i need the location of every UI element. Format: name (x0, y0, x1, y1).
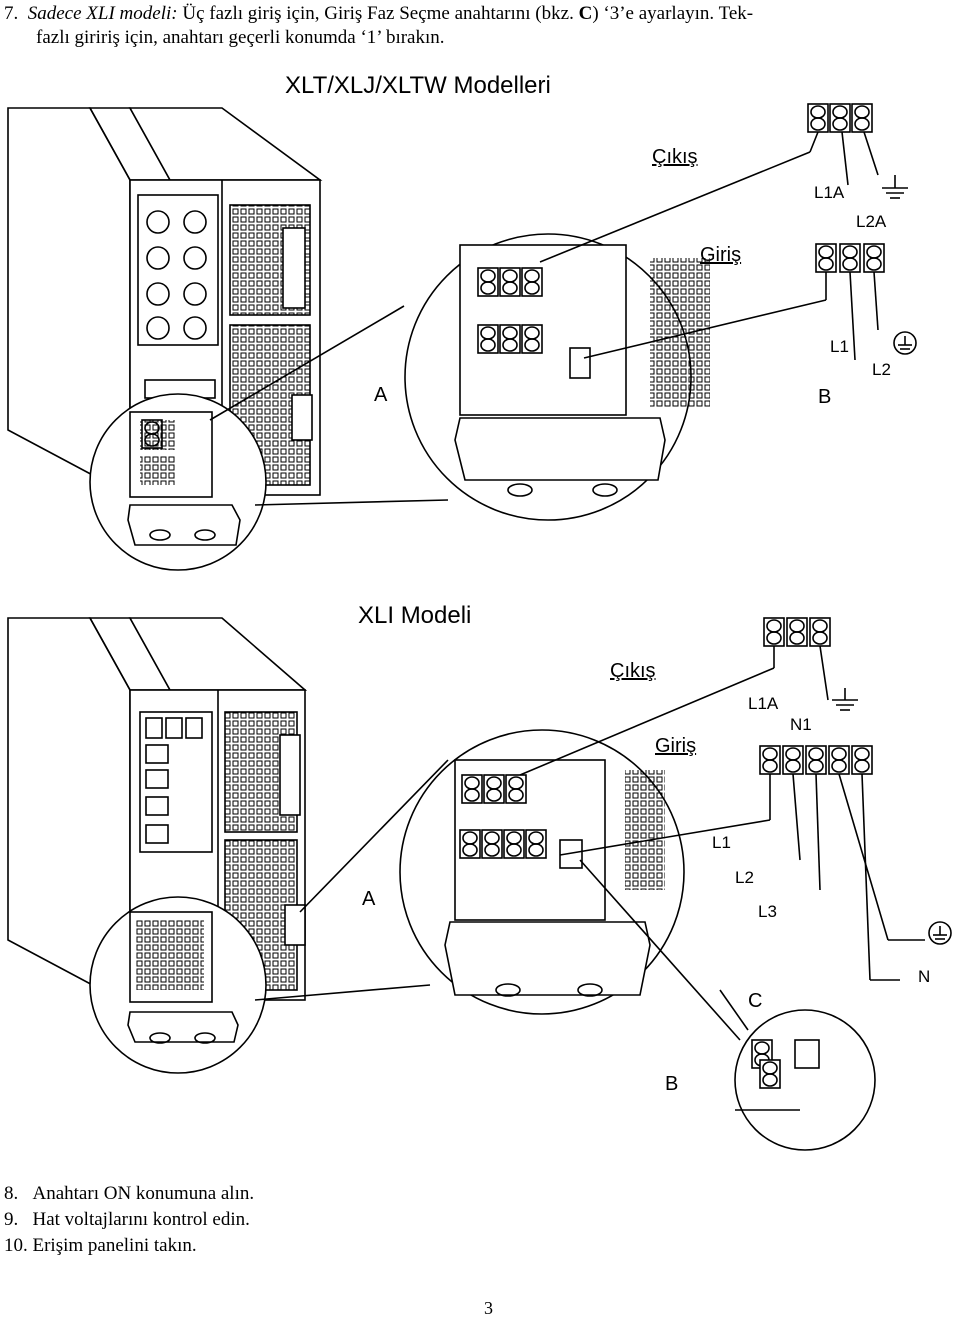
step-9-text: Hat voltajlarını kontrol edin. (32, 1209, 250, 1230)
ups-unit-2 (7, 617, 308, 1007)
figure2-label-c: C (748, 990, 763, 1012)
zoom-circle-large-2 (399, 729, 685, 1015)
figure2-label-a: A (362, 888, 376, 910)
figure1-label-l1: L1 (830, 337, 849, 356)
figure1-output-label: Çıkış (652, 146, 698, 168)
figure2-input-label: Giriş (655, 735, 697, 757)
step-8: 8. Anahtarı ON konumuna alın. (4, 1182, 254, 1206)
step-8-number: 8. (4, 1183, 19, 1204)
figure2-title: XLI Modeli (358, 602, 472, 629)
step7-number: 7. (4, 3, 19, 24)
step7-line1: 7. Sadece XLI modeli: Üç fazlı giriş içi… (4, 2, 753, 26)
ups-unit-1 (7, 107, 323, 497)
figure1-label-l1a: L1A (814, 183, 845, 202)
step7-lead: Sadece XLI modeli: (27, 3, 178, 24)
input-terminal-block-1 (583, 243, 885, 361)
step7-ref: C (578, 3, 593, 24)
step7-line1-rest: Üç fazlı giriş için, Giriş Faz Seçme ana… (177, 3, 579, 24)
step-9-number: 9. (4, 1209, 19, 1230)
figure2-label-l3: L3 (758, 902, 777, 921)
step-10: 10. Erişim panelini takın. (4, 1234, 197, 1258)
ground-icon-1 (882, 175, 908, 199)
step7-line1-end: ) ‘3’e ayarlayın. Tek- (592, 3, 754, 24)
page-number: 3 (484, 1298, 493, 1318)
figure2-label-l1: L1 (712, 833, 731, 852)
ground-icon-2 (832, 688, 858, 711)
step7-line2: fazlı giririş için, anahtarı geçerli kon… (36, 27, 445, 48)
zoom-circle-small-1 (89, 393, 267, 571)
zoom-circle-switch-c (734, 1009, 876, 1151)
figure2-label-n: N (918, 967, 931, 986)
figure1-title: XLT/XLJ/XLTW Modelleri (285, 72, 551, 99)
figure2-label-n1: N1 (790, 715, 812, 734)
output-terminal-block-2 (519, 617, 831, 776)
figure2-output-label: Çıkış (610, 660, 656, 682)
figure1-input-label: Giriş (700, 244, 742, 266)
figure2-label-l2: L2 (735, 868, 754, 887)
figure1-label-l2a: L2A (856, 212, 887, 231)
figure1-label-a: A (374, 384, 388, 406)
protective-earth-icon-1 (893, 331, 917, 355)
zoom-circle-small-2 (89, 896, 267, 1074)
figure2-label-l1a: L1A (748, 694, 779, 713)
input-terminal-block-2 (559, 745, 925, 981)
protective-earth-icon-2 (928, 921, 952, 945)
step-10-number: 10. (4, 1235, 28, 1256)
step-10-text: Erişim panelini takın. (32, 1235, 197, 1256)
step-9: 9. Hat voltajlarını kontrol edin. (4, 1208, 250, 1232)
figure1-label-b: B (818, 386, 832, 408)
step-8-text: Anahtarı ON konumuna alın. (32, 1183, 255, 1204)
zoom-circle-large-1 (404, 233, 710, 521)
output-terminal-block-1 (539, 103, 879, 263)
figure2-label-b: B (665, 1073, 679, 1095)
figure1-label-l2: L2 (872, 360, 891, 379)
